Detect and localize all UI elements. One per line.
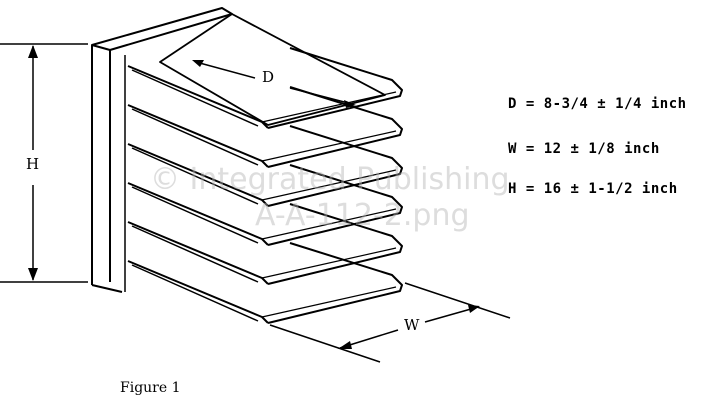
watermark-line1: © Integrated Publishing	[150, 162, 510, 197]
width-arrowhead-right	[468, 305, 480, 313]
tray-2-front-lip	[261, 130, 397, 162]
tray-6-left-lip	[131, 264, 259, 322]
width-extension-left	[269, 324, 381, 363]
tray-6-left-edge	[127, 260, 269, 324]
width-extension-right	[404, 282, 511, 319]
width-arrowhead-left	[338, 341, 352, 349]
tray-4-left-lip	[131, 186, 259, 244]
tray-5-left-lip	[131, 225, 259, 283]
depth-arrow-right	[289, 87, 353, 105]
dimension-label-d: D	[262, 68, 275, 86]
frame-bottom	[91, 284, 123, 293]
top-tray-surface	[159, 13, 386, 126]
tray-5-left-edge	[127, 221, 269, 285]
height-arrowhead-bottom	[28, 268, 38, 281]
tray-3-left-lip	[131, 147, 259, 205]
height-arrowhead-top	[28, 45, 38, 58]
tray-5-front-lip	[261, 247, 397, 279]
tray-6-front-lip	[261, 286, 397, 318]
depth-arrow-left	[195, 61, 256, 79]
tray-2-left-edge	[127, 104, 269, 168]
tray-2-left-lip	[131, 108, 259, 166]
tray-4-front-lip	[261, 208, 397, 240]
watermark-line2: A-A-112-2.png	[255, 198, 470, 233]
tray-3-front-lip	[261, 169, 397, 201]
dimension-label-w: W	[404, 316, 420, 334]
tray-6-front-edge	[267, 242, 403, 324]
depth-arrowhead-left	[192, 60, 204, 67]
dimension-label-h: H	[26, 155, 40, 173]
figure-caption: Figure 1	[120, 380, 181, 396]
tray-1-left-lip	[131, 69, 259, 127]
depth-arrowhead-right	[344, 100, 356, 108]
spec-depth: D = 8-3/4 ± 1/4 inch	[508, 96, 687, 112]
spec-height: H = 16 ± 1-1/2 inch	[508, 181, 678, 197]
spec-width: W = 12 ± 1/8 inch	[508, 141, 660, 157]
